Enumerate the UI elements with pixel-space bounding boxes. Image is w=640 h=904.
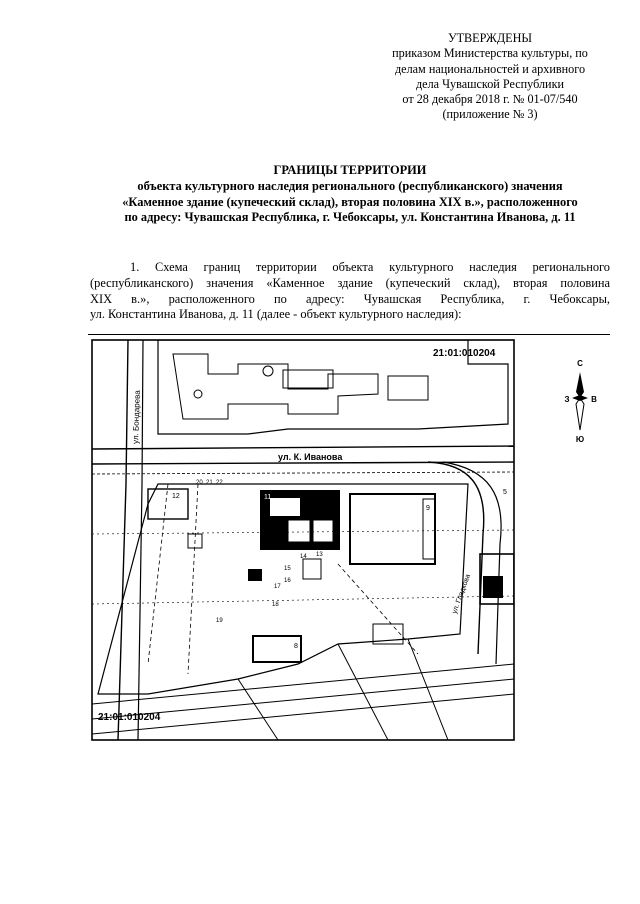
right-building-part <box>483 576 503 598</box>
point-number: 17 <box>274 584 281 590</box>
upper-round-building <box>262 365 274 377</box>
bottom-line <box>337 643 389 740</box>
utility-line <box>92 595 514 605</box>
point-number: 15 <box>284 566 291 572</box>
heritage-object-part <box>312 519 334 543</box>
right-building <box>479 553 514 605</box>
approval-appendix: (приложение № 3) <box>442 107 538 122</box>
street-line <box>92 471 514 475</box>
heading-line: «Каменное здание (купеческий склад), вто… <box>122 194 578 209</box>
point-number: 22 <box>216 480 223 486</box>
point-number: 13 <box>316 552 323 558</box>
compass-west-label: З <box>564 395 569 404</box>
utility-line <box>337 563 419 655</box>
paragraph-line: ул. Константина Иванова, д. 11 (далее - … <box>90 307 462 322</box>
upper-building <box>387 375 429 401</box>
compass-east-label: В <box>591 395 597 404</box>
building-8 <box>252 635 302 663</box>
compass: С Ю З В <box>564 359 597 444</box>
right-road <box>427 461 485 655</box>
bottom-line <box>92 663 514 705</box>
right-road <box>442 461 502 665</box>
approval-line: приказом Министерства культуры, по <box>392 46 588 61</box>
paragraph-1: 1. Схема границ территории объекта культ… <box>90 260 610 323</box>
approval-date: от 28 декабря 2018 г. № 01-07/540 <box>402 92 578 107</box>
heading-line: объекта культурного наследия регионально… <box>137 178 563 193</box>
paragraph-line: 1. Схема границ территории объекта культ… <box>130 260 610 274</box>
small-structure <box>302 558 322 580</box>
approval-block: УТВЕРЖДЕНЫ приказом Министерства культур… <box>360 31 620 123</box>
point-number: 19 <box>216 618 223 624</box>
point-number: 14 <box>300 554 307 560</box>
side-street <box>137 340 144 740</box>
compass-arrow-north <box>576 372 584 398</box>
point-number: 18 <box>272 602 279 608</box>
side-street <box>117 340 129 740</box>
compass-arrow-south <box>575 397 585 431</box>
street-label-main: ул. К. Иванова <box>278 452 343 462</box>
building-number: 9 <box>426 505 430 512</box>
approval-line: делам национальностей и архивного <box>394 61 586 76</box>
map-canvas: 21:01:010204 21:01:010204 ул. К. Иванова… <box>91 339 597 741</box>
upper-block <box>157 340 509 435</box>
utility-line <box>92 529 514 535</box>
building-12 <box>147 488 189 520</box>
point-number: 20 <box>196 480 203 486</box>
street-line <box>92 445 514 450</box>
point-number: 21 <box>206 480 213 486</box>
approval-title: УТВЕРЖДЕНЫ <box>447 31 533 45</box>
small-structure <box>372 623 404 645</box>
document-heading: ГРАНИЦЫ ТЕРРИТОРИИ объекта культурного н… <box>60 163 640 226</box>
building-number: 5 <box>503 489 507 496</box>
heritage-object-part <box>287 519 311 543</box>
utility-line <box>147 483 169 665</box>
building-number: 11 <box>264 494 271 501</box>
street-label-side: ул. Бондарева <box>131 390 142 445</box>
bottom-line <box>92 693 514 735</box>
upper-buildings <box>172 353 379 420</box>
heritage-object-part <box>270 498 300 516</box>
building-number: 8 <box>294 643 298 650</box>
territory-map: 21:01:010204 21:01:010204 ул. К. Иванова… <box>88 334 610 744</box>
document-title: ГРАНИЦЫ ТЕРРИТОРИИ <box>273 163 427 177</box>
point-number: 16 <box>284 578 291 584</box>
paragraph-line: (республиканского) значения «Каменное зд… <box>90 275 610 290</box>
cadastral-label-bottom: 21:01:010204 <box>98 712 161 723</box>
upper-building <box>282 369 334 389</box>
building-9 <box>349 493 436 565</box>
compass-north-label: С <box>577 359 583 368</box>
compass-south-label: Ю <box>576 435 584 444</box>
compass-cross <box>572 395 588 401</box>
paragraph-line: XIX в.», расположенного по адресу: Чуваш… <box>90 291 610 306</box>
heading-line: по адресу: Чувашская Республика, г. Чебо… <box>124 210 576 225</box>
approval-line: дела Чувашской Республики <box>415 76 565 91</box>
map-top-rule <box>88 334 610 335</box>
bottom-line <box>92 678 514 720</box>
utility-line <box>187 483 199 675</box>
building-9-part <box>422 498 436 560</box>
bottom-line <box>407 638 449 740</box>
bottom-line <box>237 678 279 740</box>
building-number: 12 <box>172 493 180 500</box>
upper-round-building <box>193 389 203 399</box>
small-structure <box>248 569 262 581</box>
cadastral-label-top: 21:01:010204 <box>433 348 496 359</box>
